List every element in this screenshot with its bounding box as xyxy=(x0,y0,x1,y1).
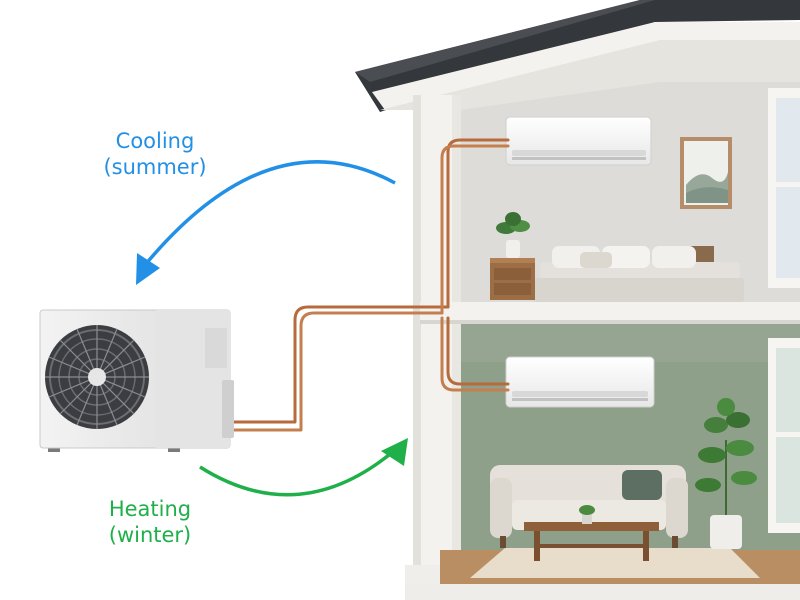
heating-label-line1: Heating xyxy=(108,497,192,521)
wall-art xyxy=(680,137,732,209)
cooling-arrow xyxy=(143,160,396,267)
fan-icon xyxy=(45,325,149,429)
nightstand xyxy=(490,258,535,300)
outdoor-unit xyxy=(39,309,234,452)
cooling-arrowhead xyxy=(136,253,160,285)
plant-lower xyxy=(695,398,757,549)
plant-upper xyxy=(496,212,530,258)
cooling-label-line2: (summer) xyxy=(103,155,207,179)
window-upper xyxy=(768,88,800,288)
indoor-unit-upper xyxy=(505,116,652,166)
pipe-2 xyxy=(230,311,444,432)
small-plant xyxy=(579,505,595,524)
refrigerant-lines xyxy=(230,138,510,432)
cooling-label-line1: Cooling xyxy=(115,129,195,153)
rug xyxy=(470,548,760,578)
window-lower xyxy=(768,338,800,533)
indoor-unit-lower xyxy=(505,356,655,408)
floor-slab xyxy=(420,302,800,324)
pipe-6 xyxy=(440,316,510,392)
pipe-1 xyxy=(230,305,450,424)
pipe-5 xyxy=(446,316,510,386)
heating-arrowhead xyxy=(381,438,408,466)
cooling-label: Cooling (summer) xyxy=(100,128,210,180)
pipe-3 xyxy=(446,138,510,309)
heating-label: Heating (winter) xyxy=(95,496,205,548)
pipe-4 xyxy=(440,144,510,315)
heating-label-line2: (winter) xyxy=(108,523,192,547)
bed xyxy=(534,246,744,302)
sofa xyxy=(490,465,688,548)
house xyxy=(355,0,800,600)
heating-arrow xyxy=(199,448,397,497)
coffee-table xyxy=(524,522,659,561)
